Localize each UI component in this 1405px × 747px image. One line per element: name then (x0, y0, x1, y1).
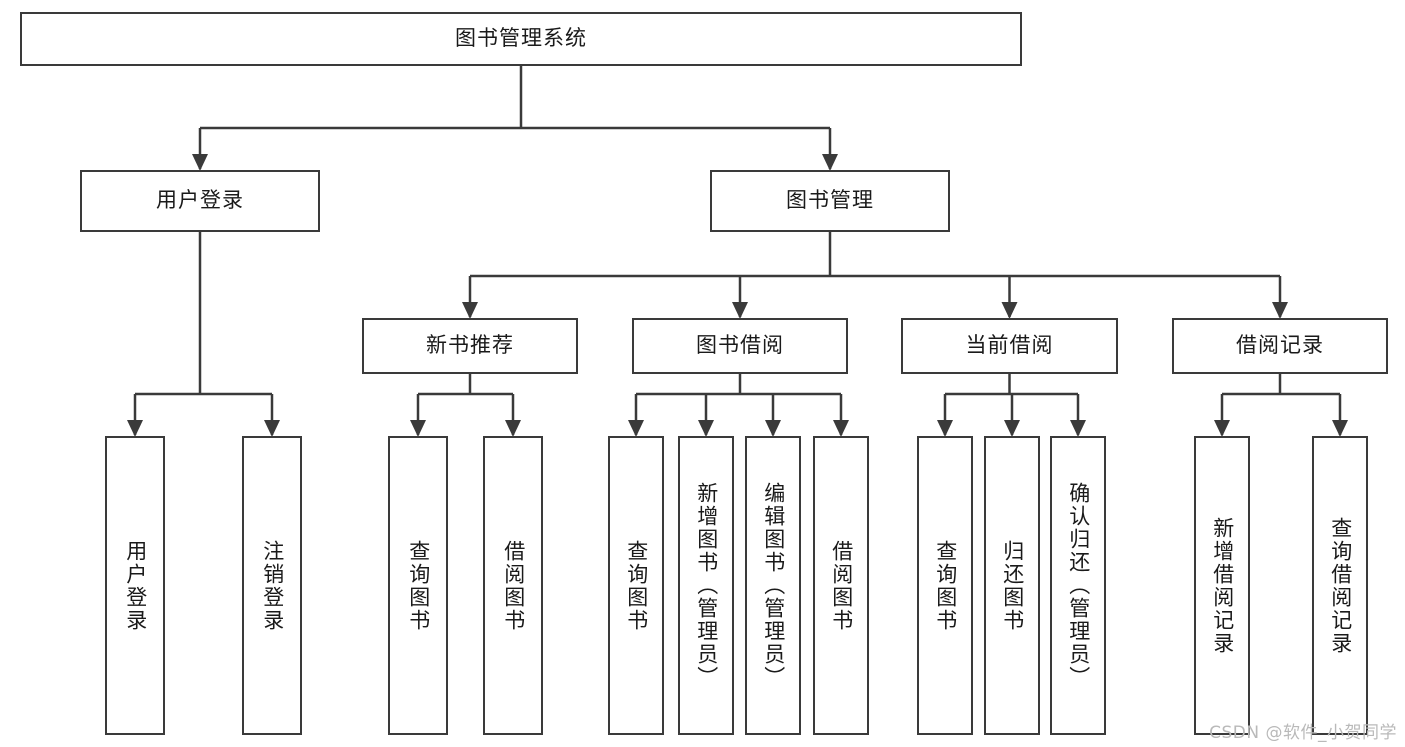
edge-arrowhead (1214, 420, 1230, 437)
node-login[interactable]: 用户登录 (80, 170, 320, 232)
node-leaf-borrow-4[interactable]: 借阅图书 (813, 436, 869, 735)
node-bookmgmt[interactable]: 图书管理 (710, 170, 950, 232)
edge-arrowhead (833, 420, 849, 437)
node-leaf-login-2[interactable]: 注销登录 (242, 436, 302, 735)
node-label: 当前借阅 (965, 333, 1054, 358)
node-root[interactable]: 图书管理系统 (20, 12, 1022, 66)
edge-arrowhead (1272, 302, 1288, 319)
node-label: 用户登录 (123, 539, 148, 632)
node-label: 查询图书 (624, 539, 649, 632)
node-leaf-login-1[interactable]: 用户登录 (105, 436, 165, 735)
watermark: CSDN @软件_小贺同学 (1209, 723, 1397, 743)
node-label: 归还图书 (1000, 539, 1025, 632)
edge-arrowhead (192, 154, 208, 171)
node-label: 用户登录 (156, 188, 244, 213)
node-leaf-rec-1[interactable]: 新增借阅记录 (1194, 436, 1250, 735)
edge-arrowhead (462, 302, 478, 319)
node-label: 查询图书 (933, 539, 958, 632)
node-leaf-new-2[interactable]: 借阅图书 (483, 436, 543, 735)
node-label: 图书管理系统 (455, 26, 587, 51)
edge-arrowhead (1070, 420, 1086, 437)
node-borrow[interactable]: 图书借阅 (632, 318, 848, 374)
node-label: 借阅图书 (501, 539, 526, 632)
node-label: 编辑图书（管理员） (761, 482, 786, 689)
edge-arrowhead (505, 420, 521, 437)
edge-arrowhead (410, 420, 426, 437)
node-leaf-cur-3[interactable]: 确认归还（管理员） (1050, 436, 1106, 735)
node-leaf-cur-2[interactable]: 归还图书 (984, 436, 1040, 735)
node-newbook[interactable]: 新书推荐 (362, 318, 578, 374)
edge-arrowhead (732, 302, 748, 319)
node-label: 新书推荐 (426, 333, 514, 358)
node-leaf-borrow-1[interactable]: 查询图书 (608, 436, 664, 735)
node-leaf-new-1[interactable]: 查询图书 (388, 436, 448, 735)
node-label: 确认归还（管理员） (1066, 482, 1091, 689)
node-label: 借阅图书 (829, 539, 854, 632)
edge-arrowhead (1332, 420, 1348, 437)
node-label: 新增图书（管理员） (694, 482, 719, 689)
edge-arrowhead (1004, 420, 1020, 437)
edge-arrowhead (698, 420, 714, 437)
node-records[interactable]: 借阅记录 (1172, 318, 1388, 374)
node-leaf-borrow-2[interactable]: 新增图书（管理员） (678, 436, 734, 735)
node-label: 查询借阅记录 (1328, 516, 1353, 655)
node-leaf-cur-1[interactable]: 查询图书 (917, 436, 973, 735)
node-label: 新增借阅记录 (1210, 516, 1235, 655)
edge-arrowhead (822, 154, 838, 171)
node-leaf-rec-2[interactable]: 查询借阅记录 (1312, 436, 1368, 735)
edge-arrowhead (127, 420, 143, 437)
node-label: 注销登录 (260, 539, 285, 632)
edge-arrowhead (1001, 302, 1018, 319)
node-label: 图书管理 (786, 188, 874, 213)
node-label: 图书借阅 (696, 333, 784, 358)
edge-arrowhead (937, 420, 953, 437)
edge-arrowhead (264, 420, 280, 437)
edge-arrowhead (628, 420, 644, 437)
node-label: 借阅记录 (1236, 333, 1324, 358)
node-leaf-borrow-3[interactable]: 编辑图书（管理员） (745, 436, 801, 735)
node-current[interactable]: 当前借阅 (901, 318, 1118, 374)
edge-arrowhead (765, 420, 781, 437)
node-label: 查询图书 (406, 539, 431, 632)
